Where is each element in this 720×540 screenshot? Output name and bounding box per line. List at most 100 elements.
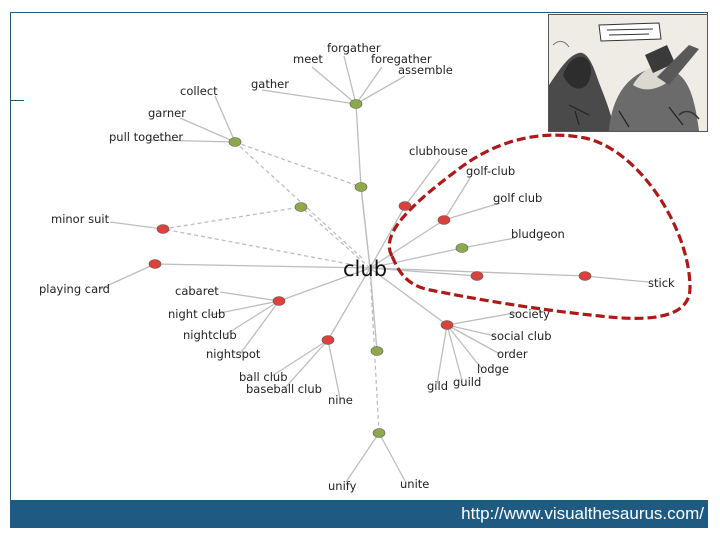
word-bludgeon[interactable]: bludgeon <box>511 227 565 241</box>
edge-w_ball_club <box>271 339 329 377</box>
word-gild[interactable]: gild <box>427 379 448 393</box>
word-nightclub[interactable]: nightclub <box>183 328 237 342</box>
edge-collect-center <box>234 141 363 259</box>
meaning-node-stick[interactable] <box>578 271 592 281</box>
word-golf-club[interactable]: golf club <box>493 191 542 205</box>
edge-w_golf_club <box>443 202 501 221</box>
meaning-node-golfclub[interactable] <box>437 215 451 225</box>
meaning-node-bludgeon[interactable] <box>470 271 484 281</box>
word-meet[interactable]: meet <box>293 52 323 66</box>
edge-w_clubhouse <box>404 158 441 207</box>
edge-w_garner <box>179 117 236 143</box>
edge-center-h_minor <box>162 228 371 269</box>
meaning-node-society[interactable] <box>440 320 454 330</box>
meaning-node-nine[interactable] <box>370 346 384 356</box>
word-foregather[interactable]: foregather <box>371 52 432 66</box>
meaning-node-cabaret[interactable] <box>272 296 286 306</box>
edge-w_guild <box>446 324 463 381</box>
meaning-node-ballclub[interactable] <box>321 335 335 345</box>
word-minor-suit[interactable]: minor suit <box>51 212 110 226</box>
edge-w_stick <box>584 275 649 283</box>
word-nine[interactable]: nine <box>328 393 353 407</box>
word-garner[interactable]: garner <box>148 106 186 120</box>
edge-w_meet <box>311 66 357 105</box>
word-guild[interactable]: guild <box>453 375 481 389</box>
edge-center-h_mid <box>300 206 371 269</box>
edge-w_golf_club_hyphen <box>443 177 471 221</box>
edge-center-chain <box>360 186 371 269</box>
edge-w_nine <box>327 339 341 399</box>
frame-left-line <box>10 12 11 500</box>
meaning-node-bludgeon_v[interactable] <box>455 243 469 253</box>
word-unite[interactable]: unite <box>400 477 429 491</box>
edge-w_unify <box>345 432 380 483</box>
edge-w_gild <box>436 324 448 385</box>
highlight-loop <box>387 133 692 320</box>
source-url[interactable]: http://www.visualthesaurus.com/ <box>461 504 704 523</box>
word-assemble[interactable]: assemble <box>398 63 453 77</box>
meaning-node-gather[interactable] <box>349 99 363 109</box>
edge-w_cabaret <box>219 291 280 302</box>
edge-w_foregather <box>355 66 383 105</box>
edge-h_unite_chain-h_gather <box>355 103 362 188</box>
word-order[interactable]: order <box>497 347 528 361</box>
edge-w_society <box>446 311 521 326</box>
word-clubhouse[interactable]: clubhouse <box>409 144 468 158</box>
frame-left-tick <box>10 100 24 101</box>
word-gather[interactable]: gather <box>251 77 289 91</box>
frame-top-line <box>10 12 708 13</box>
word-golf-club-hyphen[interactable]: golf-club <box>466 164 515 178</box>
edge-w_order <box>446 324 501 355</box>
edge-w_forgather <box>343 55 357 105</box>
word-pull-together[interactable]: pull together <box>109 130 183 144</box>
edge-w_bludgeon <box>461 237 516 249</box>
word-forgather[interactable]: forgather <box>327 41 381 55</box>
edge-center-h_bludgeon_v <box>369 247 463 269</box>
meaning-node-clubhouse[interactable] <box>398 201 412 211</box>
edge-w_minor_suit <box>109 221 164 230</box>
edge-center-h_bludgeon <box>369 267 478 277</box>
edge-center-h_cabaret <box>278 267 371 302</box>
word-social-club[interactable]: social club <box>491 329 552 343</box>
edge-w_collect <box>214 95 236 143</box>
meaning-node-unite_chain[interactable] <box>354 182 368 192</box>
edge-w_pull_together <box>149 139 236 143</box>
edge-center-h_playing <box>154 263 371 269</box>
edge-center-h_society <box>369 267 448 326</box>
word-unify[interactable]: unify <box>328 479 357 493</box>
edge-w_nightclub <box>224 300 280 336</box>
footer-bar: http://www.visualthesaurus.com/ <box>10 500 708 528</box>
word-ball-club[interactable]: ball club <box>239 370 288 384</box>
edges-layer <box>99 55 649 483</box>
edge-w_lodge <box>446 324 483 370</box>
word-collect[interactable]: collect <box>180 84 218 98</box>
meaning-node-minor[interactable] <box>156 224 170 234</box>
edge-center-h_nine <box>369 267 378 352</box>
edge-w_assemble <box>355 75 406 105</box>
edge-w_unite <box>378 432 406 482</box>
edge-h_minor-h_mid <box>162 206 302 230</box>
meaning-node-collect[interactable] <box>228 137 242 147</box>
meaning-node-mid[interactable] <box>294 202 308 212</box>
word-lodge[interactable]: lodge <box>477 362 509 376</box>
meaning-node-unite[interactable] <box>372 428 386 438</box>
edge-w_nightspot <box>239 300 280 355</box>
word-playing-card[interactable]: playing card <box>39 282 110 296</box>
engraving-illustration <box>549 15 707 131</box>
edge-w_gather <box>261 89 357 105</box>
word-cabaret[interactable]: cabaret <box>175 284 219 298</box>
word-nightspot[interactable]: nightspot <box>206 347 261 361</box>
word-night-club[interactable]: night club <box>168 307 225 321</box>
center-word-club[interactable]: club <box>343 257 387 281</box>
word-stick[interactable]: stick <box>648 276 675 290</box>
word-baseball-club[interactable]: baseball club <box>246 382 322 396</box>
edge-w_baseball_club <box>284 339 329 389</box>
meaning-node-playing[interactable] <box>148 259 162 269</box>
nodes-layer <box>148 99 592 438</box>
engraving-picture <box>548 14 708 132</box>
edge-w_night_club <box>209 300 280 316</box>
edge-h_collect-h_unite_chain <box>234 141 362 188</box>
word-society[interactable]: society <box>509 307 550 321</box>
